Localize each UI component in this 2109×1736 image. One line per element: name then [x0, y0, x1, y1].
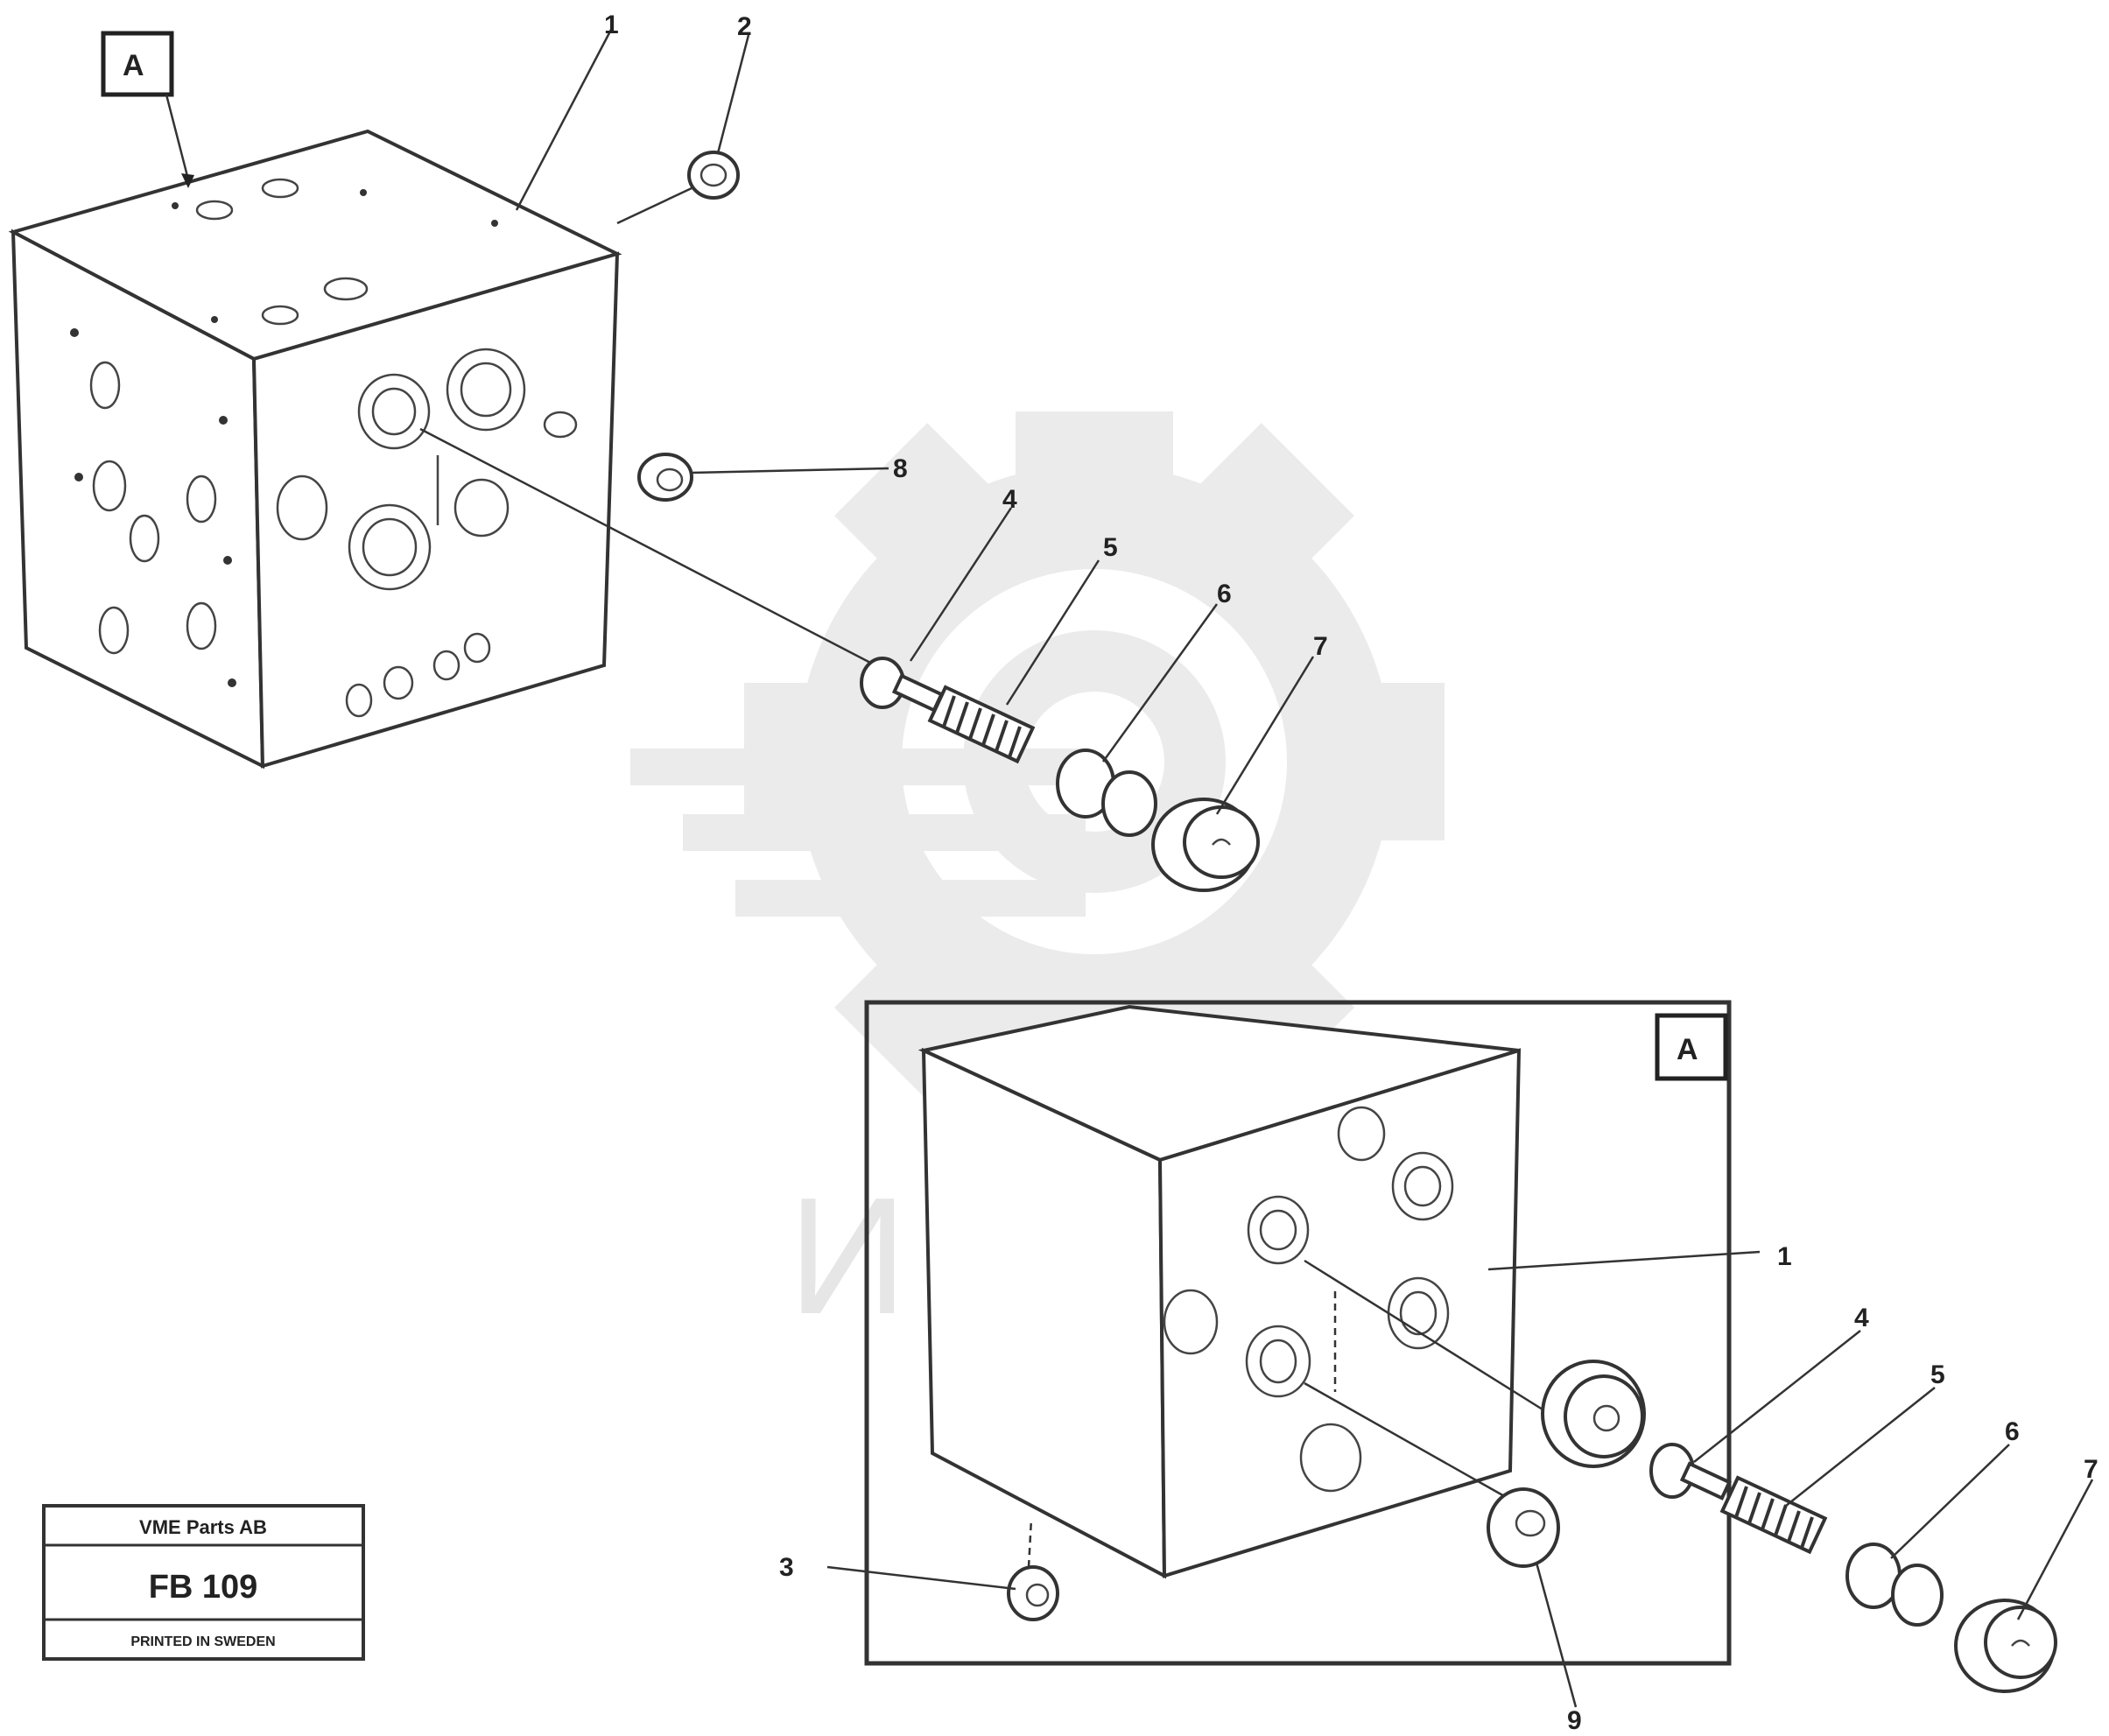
lower-part-4-poppet	[1649, 1443, 1732, 1501]
detail-view-a: A	[864, 1000, 1732, 1666]
upper-callout-4: 4	[1002, 485, 1017, 514]
lower-part-6-sleeve	[1845, 1543, 1944, 1627]
upper-callout-6: 6	[1217, 580, 1232, 608]
lower-callout-1: 1	[1777, 1242, 1792, 1271]
upper-part-7-cap	[1151, 798, 1260, 892]
detail-frame-label: A	[1677, 1033, 1698, 1066]
watermark-gear-icon	[630, 411, 1445, 1112]
lower-part-3-plug	[1007, 1518, 1059, 1621]
detail-marker-label: A	[123, 49, 144, 82]
lower-exploded-parts	[1649, 1443, 2057, 1693]
lower-part-7-cap	[1954, 1599, 2057, 1693]
upper-part-2-plug	[687, 151, 740, 200]
lower-large-plug	[1541, 1360, 1646, 1468]
lower-callout-4: 4	[1854, 1304, 1869, 1332]
upper-callouts: 1 2 8 4 5 6 7	[515, 11, 1328, 815]
upper-exploded-parts	[419, 151, 1260, 892]
detail-marker-a: A	[101, 31, 194, 188]
upper-part-5-spring	[927, 685, 1036, 764]
lower-callout-5: 5	[1930, 1360, 1945, 1389]
lower-callout-7: 7	[2084, 1455, 2098, 1484]
lower-valve-block	[917, 1004, 1550, 1579]
upper-callout-2: 2	[737, 12, 752, 41]
upper-callout-8: 8	[893, 454, 908, 483]
upper-callout-5: 5	[1103, 533, 1118, 562]
lower-callout-6: 6	[2005, 1417, 2020, 1446]
title-block-drawing-number: FB 109	[149, 1569, 258, 1606]
upper-callout-7: 7	[1313, 632, 1328, 661]
upper-callout-1: 1	[604, 11, 619, 39]
title-block-note: PRINTED IN SWEDEN	[130, 1634, 275, 1649]
title-block-company: VME Parts AB	[139, 1516, 267, 1538]
title-block: VME Parts AB FB 109 PRINTED IN SWEDEN	[42, 1504, 365, 1661]
upper-valve-block	[8, 129, 622, 770]
lower-part-5-spring	[1719, 1475, 1828, 1555]
upper-part-8-plug	[637, 453, 693, 502]
upper-part-6-sleeve	[1056, 749, 1157, 837]
lower-part-9-plug	[1487, 1487, 1560, 1568]
lower-callout-3: 3	[779, 1553, 794, 1582]
lower-callout-9: 9	[1567, 1706, 1582, 1735]
lower-callouts: 1 4 5 6 7 3 9	[779, 1242, 2098, 1735]
